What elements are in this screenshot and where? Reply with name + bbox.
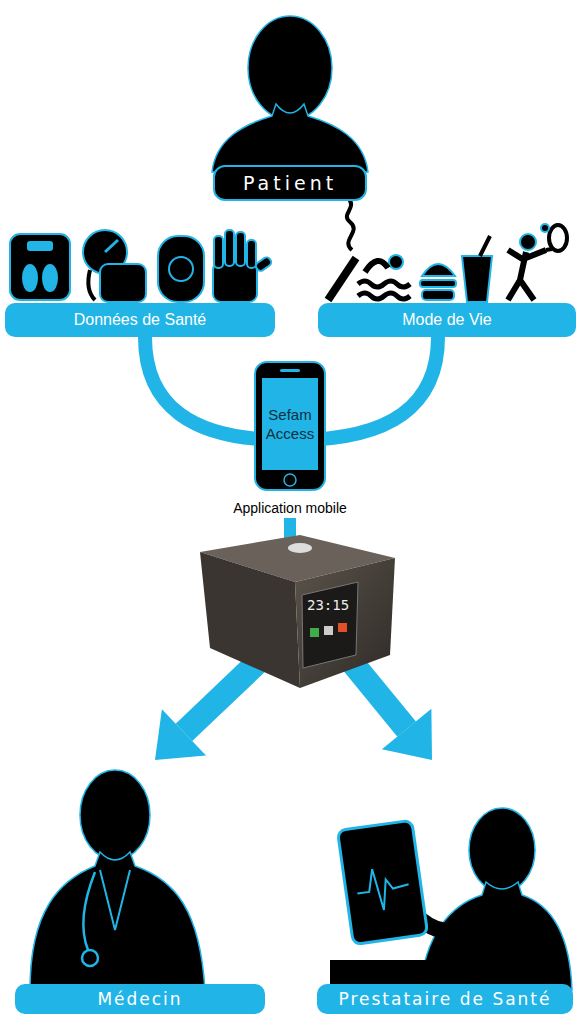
lifestyle-icons-part [347, 198, 354, 250]
provider-silhouette-part [469, 808, 535, 892]
node-caption: Application mobile [215, 500, 365, 516]
patient-silhouette-part [212, 104, 368, 172]
doctor-silhouette-part [82, 950, 98, 966]
health-icons-part [236, 232, 245, 266]
lifestyle-icons-part [358, 281, 410, 287]
lifestyle-icons-part [462, 256, 492, 302]
connector-arrow [155, 660, 260, 760]
label-band: Médecin [15, 984, 265, 1014]
device-drawing-part [310, 628, 319, 637]
health-icons-part [247, 240, 256, 268]
arrowhead [155, 709, 206, 760]
node-label: Prestataire de Santé [338, 989, 551, 1009]
lifestyle-icons-part [420, 280, 456, 287]
node-label: Patient [243, 172, 337, 194]
health-icons [10, 230, 273, 302]
health-icons-part [105, 240, 118, 252]
provider-silhouette-part [337, 820, 427, 944]
lifestyle-icons-part [549, 225, 567, 251]
lifestyle-icons-part [508, 250, 546, 300]
lifestyle-icons-part [328, 258, 356, 300]
lifestyle-icons-part [422, 290, 454, 300]
phone-drawing-part [280, 369, 300, 372]
device-drawing-part [338, 623, 347, 632]
health-icons-part [23, 265, 37, 291]
phone-drawing-part [284, 474, 296, 486]
health-icons-part [158, 236, 204, 302]
doctor-silhouette-part [80, 770, 150, 860]
arrowhead [382, 709, 432, 760]
doctor-silhouette [30, 770, 205, 990]
node-label: Médecin [97, 989, 182, 1009]
category-band: Données de Santé [5, 303, 275, 337]
lifestyle-icons-part [480, 236, 490, 256]
health-icons-part [10, 234, 70, 300]
device-drawing-part [302, 582, 358, 668]
device-node: 23:15 [180, 530, 405, 695]
node-label: Données de Santé [74, 311, 207, 329]
doctor-silhouette-part [100, 870, 130, 930]
lifestyle-icons-part [546, 249, 552, 250]
phone-drawing [255, 362, 325, 490]
health-icons-part [169, 257, 193, 281]
lifestyle-icons-part [365, 261, 388, 272]
phone-drawing-part [262, 378, 318, 470]
health-icons-part [254, 256, 272, 273]
health-icons-part [28, 242, 52, 250]
patient-label-box: Patient [213, 165, 367, 201]
health-icons-part [88, 270, 95, 300]
device-drawing-part [200, 552, 300, 688]
connector-stroke [350, 660, 407, 729]
provider-silhouette-part [330, 960, 450, 986]
device-drawing-part [288, 543, 312, 553]
node-label: Sefam Access [262, 378, 318, 470]
patient-silhouette-part [248, 16, 332, 120]
actor-node: Médecin [10, 760, 270, 1018]
device-drawing [200, 535, 395, 688]
category-band: Mode de Vie [318, 303, 576, 337]
lifestyle-icons-part [520, 234, 536, 250]
connector-stroke [184, 660, 260, 732]
doctor-silhouette-part [30, 852, 205, 990]
health-icons-part [43, 265, 57, 291]
lifestyle-icons-part [389, 255, 403, 269]
device-drawing-part [324, 626, 333, 635]
device-drawing-part [295, 558, 395, 688]
provider-silhouette-part [354, 865, 411, 914]
lifestyle-icons-part [541, 224, 549, 232]
phone-drawing-part [255, 362, 325, 490]
doctor-silhouette-part [83, 872, 95, 950]
connector-arrow [350, 660, 432, 760]
lifestyle-icons-part [358, 293, 410, 299]
label-band: Prestataire de Santé [317, 984, 573, 1014]
node-label: 23:15 [307, 597, 349, 613]
provider-silhouette [330, 808, 572, 990]
actor-node: Prestataire de Santé [312, 760, 578, 1018]
health-icons-part [100, 264, 146, 302]
phone-screen-node: Sefam AccessApplication mobile [215, 362, 365, 518]
health-icons-part [214, 236, 223, 268]
patient-silhouette [212, 16, 368, 172]
health-icons-part [225, 230, 234, 266]
lifestyle-icons [328, 198, 567, 302]
lifestyle-icons-part [422, 264, 455, 276]
node-label: Mode de Vie [402, 311, 492, 329]
